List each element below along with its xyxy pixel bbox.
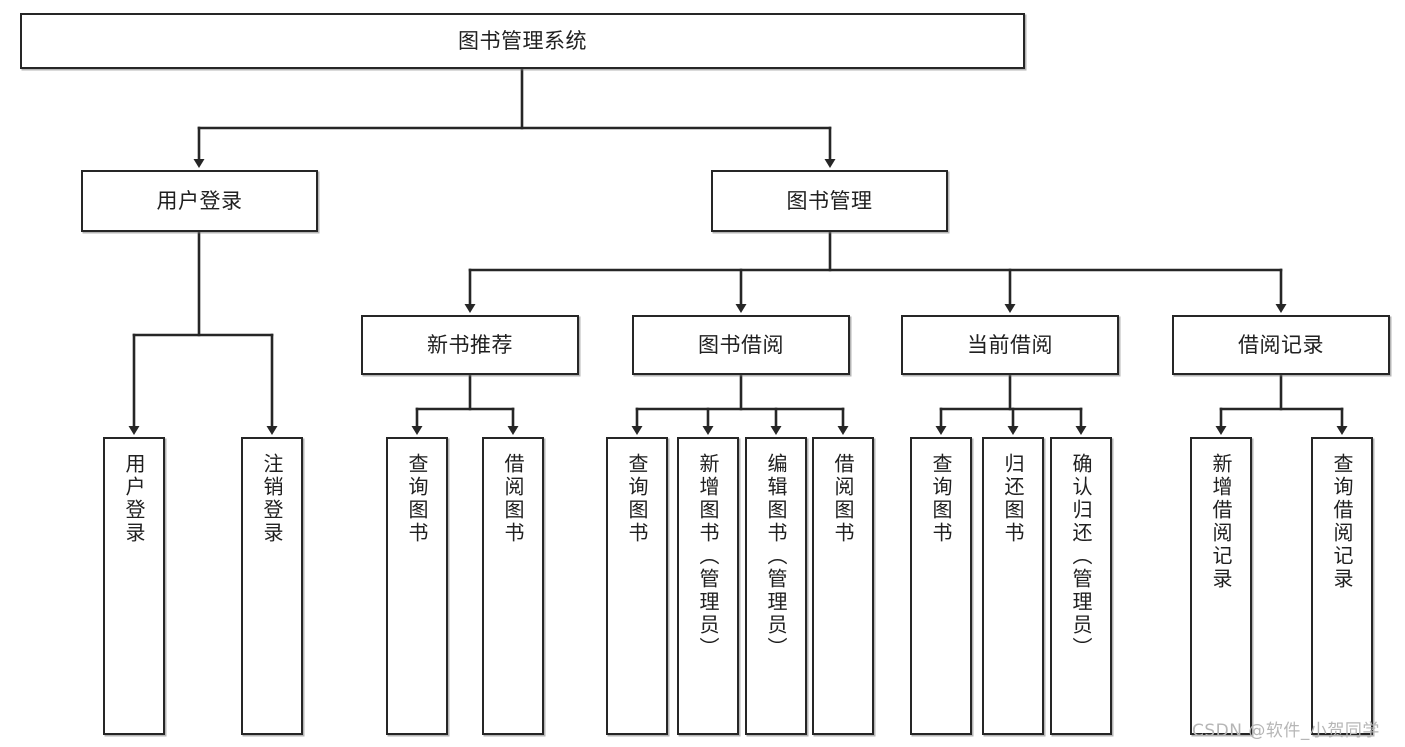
node-leaves-9[interactable]: 归还图书 xyxy=(982,437,1044,735)
node-leaves-1-label: 注销登录 xyxy=(260,453,284,545)
node-leaves-6[interactable]: 编辑图书（管理员） xyxy=(745,437,807,735)
node-level3-2-label: 当前借阅 xyxy=(967,332,1053,357)
node-leaves-5[interactable]: 新增图书（管理员） xyxy=(677,437,739,735)
node-leaves-7-label: 借阅图书 xyxy=(831,453,855,545)
node-level2-1-label: 图书管理 xyxy=(786,188,873,213)
node-leaves-0[interactable]: 用户登录 xyxy=(103,437,165,735)
node-level2-0-label: 用户登录 xyxy=(156,188,243,213)
node-level3-1-label: 图书借阅 xyxy=(698,332,784,357)
node-level3-1[interactable]: 图书借阅 xyxy=(632,315,850,375)
node-leaves-8-label: 查询图书 xyxy=(929,453,953,545)
node-leaves-11[interactable]: 新增借阅记录 xyxy=(1190,437,1252,735)
node-root[interactable]: 图书管理系统 xyxy=(20,13,1025,69)
node-root-label: 图书管理系统 xyxy=(458,28,587,53)
node-leaves-2[interactable]: 查询图书 xyxy=(386,437,448,735)
watermark: CSDN @软件_小贺同学 xyxy=(1192,721,1380,741)
node-leaves-9-label: 归还图书 xyxy=(1001,453,1025,545)
node-leaves-0-label: 用户登录 xyxy=(122,453,146,545)
node-level2-1[interactable]: 图书管理 xyxy=(711,170,948,232)
node-level3-3-label: 借阅记录 xyxy=(1238,332,1324,357)
node-leaves-10[interactable]: 确认归还（管理员） xyxy=(1050,437,1112,735)
node-level2-0[interactable]: 用户登录 xyxy=(81,170,318,232)
node-leaves-10-label: 确认归还（管理员） xyxy=(1069,453,1093,660)
node-level3-0[interactable]: 新书推荐 xyxy=(361,315,579,375)
node-leaves-3-label: 借阅图书 xyxy=(501,453,525,545)
node-leaves-5-label: 新增图书（管理员） xyxy=(696,453,720,660)
node-leaves-4-label: 查询图书 xyxy=(625,453,649,545)
node-leaves-6-label: 编辑图书（管理员） xyxy=(764,453,788,660)
node-level3-3[interactable]: 借阅记录 xyxy=(1172,315,1390,375)
node-leaves-11-label: 新增借阅记录 xyxy=(1209,453,1233,591)
node-leaves-12-label: 查询借阅记录 xyxy=(1330,453,1354,591)
node-leaves-4[interactable]: 查询图书 xyxy=(606,437,668,735)
node-level3-2[interactable]: 当前借阅 xyxy=(901,315,1119,375)
node-leaves-8[interactable]: 查询图书 xyxy=(910,437,972,735)
node-leaves-7[interactable]: 借阅图书 xyxy=(812,437,874,735)
node-leaves-1[interactable]: 注销登录 xyxy=(241,437,303,735)
node-leaves-2-label: 查询图书 xyxy=(405,453,429,545)
node-leaves-12[interactable]: 查询借阅记录 xyxy=(1311,437,1373,735)
node-level3-0-label: 新书推荐 xyxy=(427,332,513,357)
node-leaves-3[interactable]: 借阅图书 xyxy=(482,437,544,735)
